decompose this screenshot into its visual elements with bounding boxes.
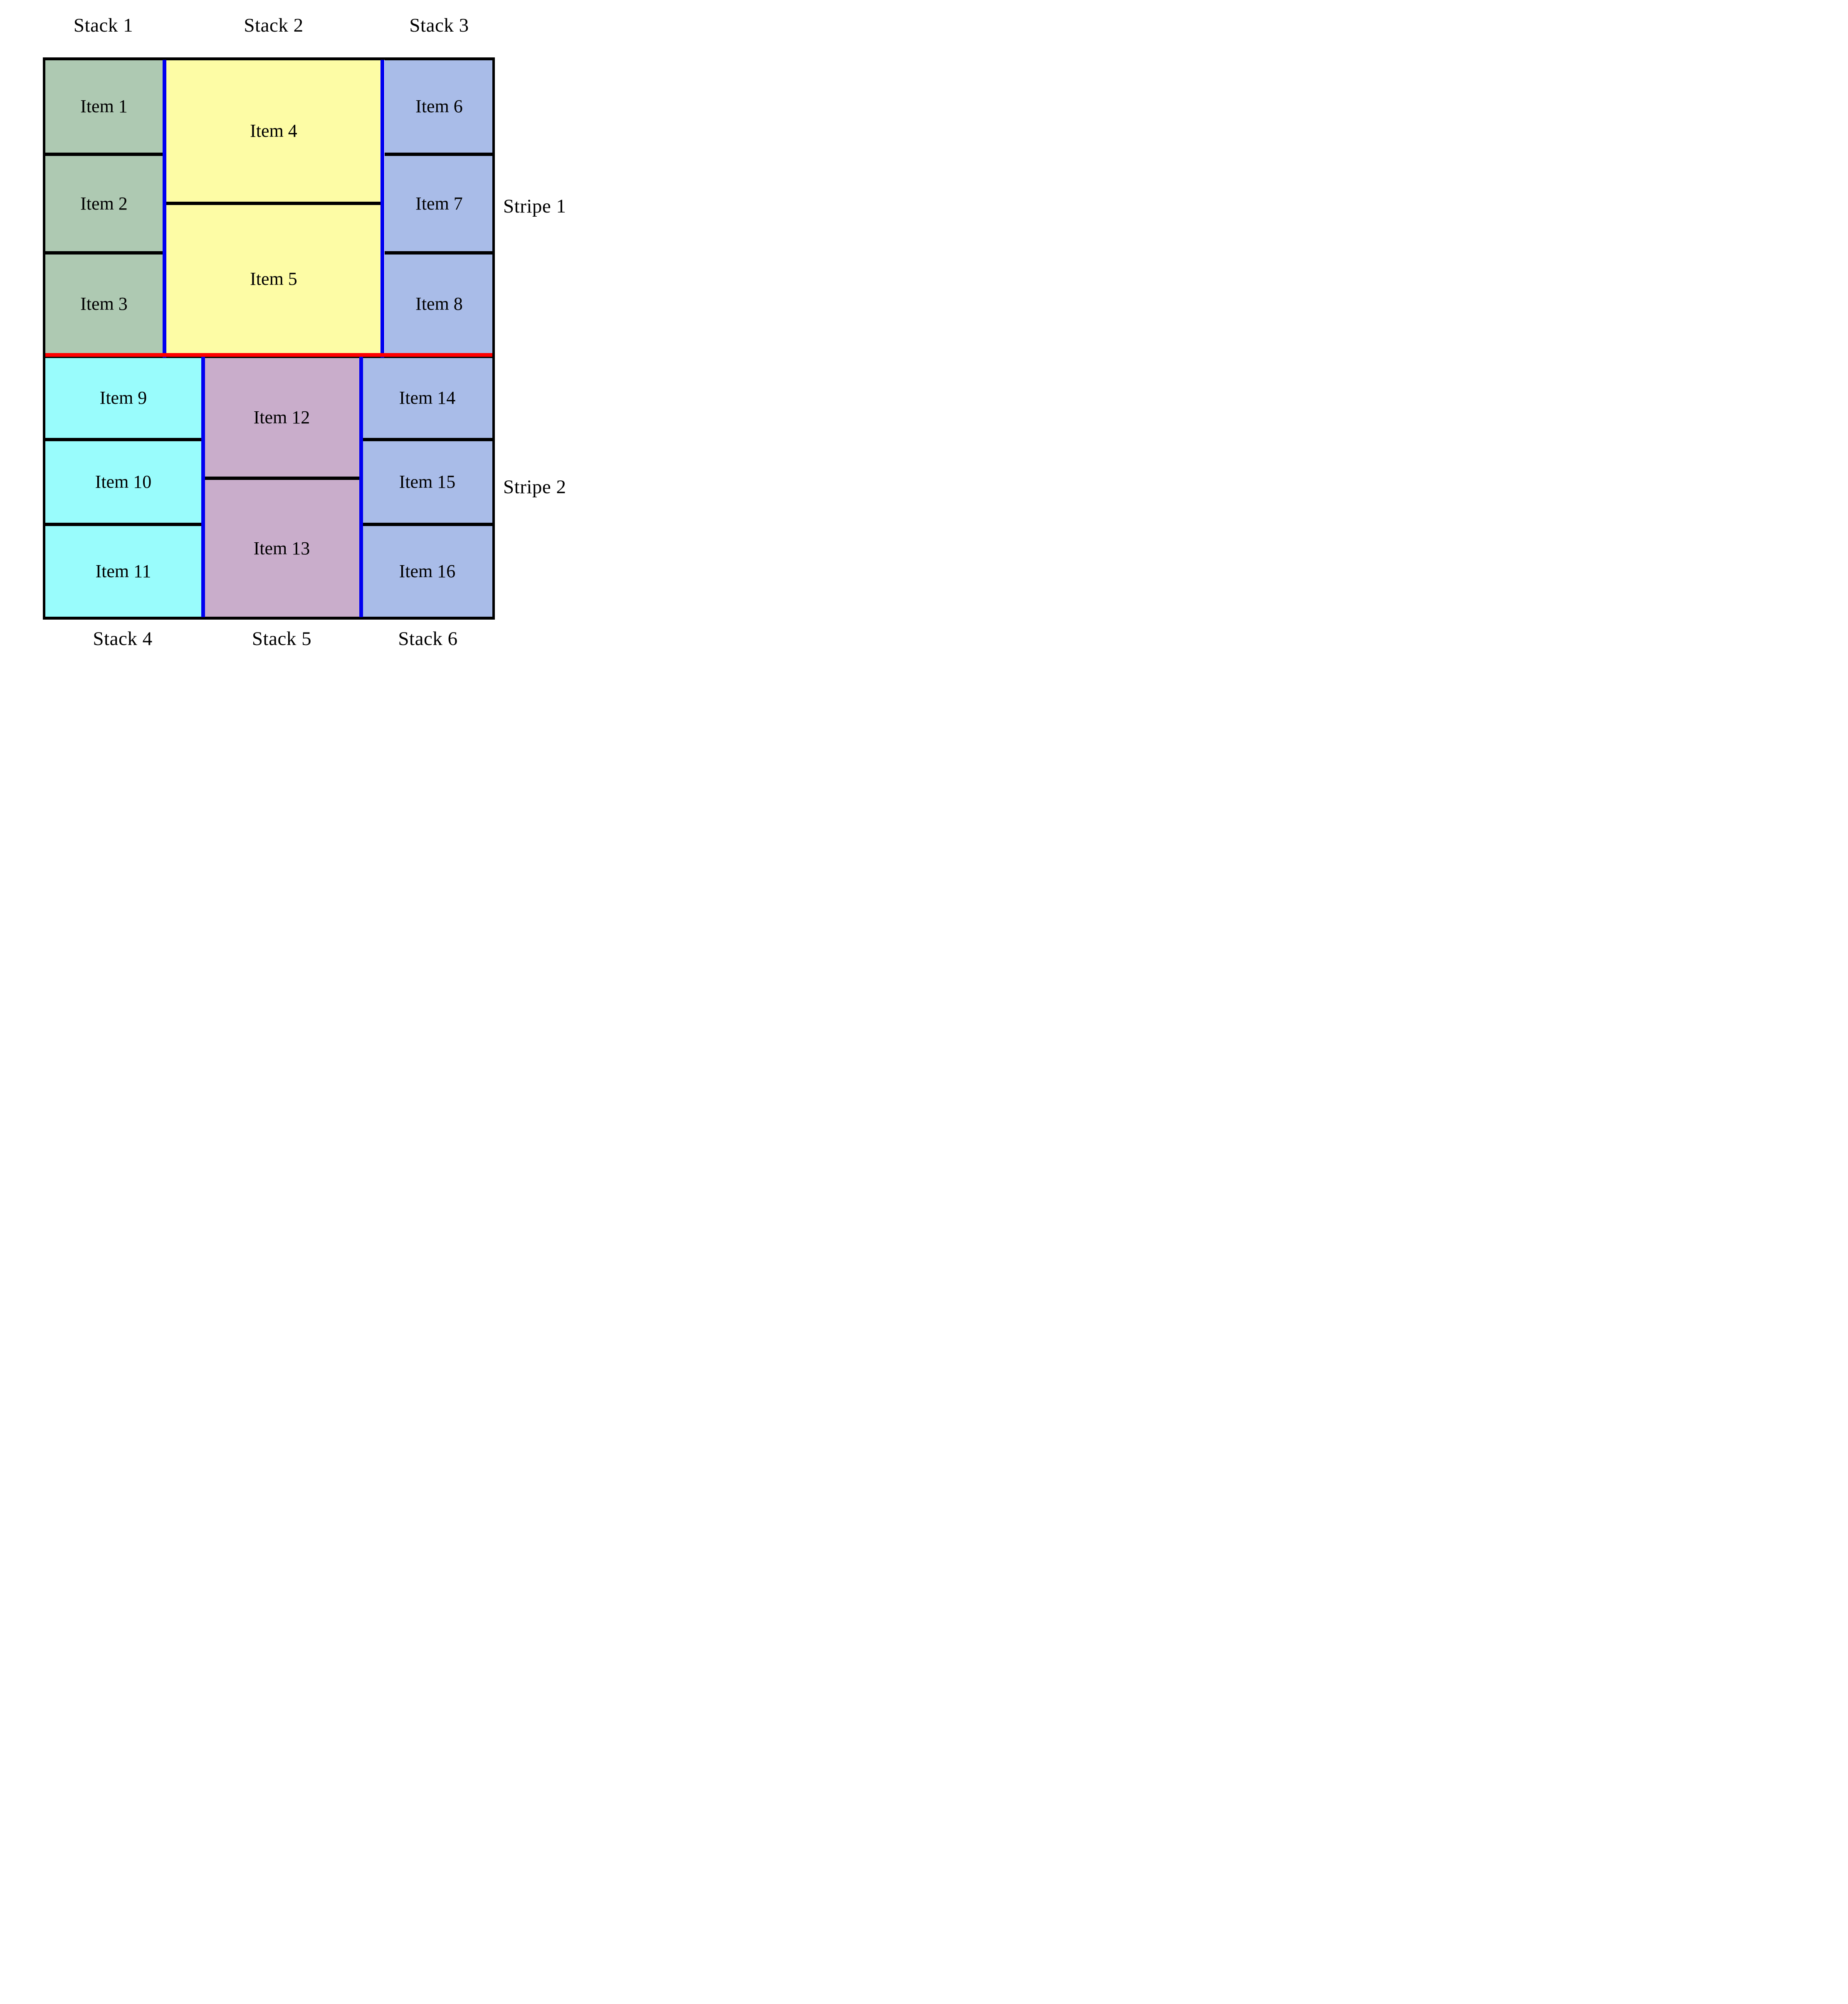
item-cell-label: Item 1 [80,96,128,116]
item-cell-item-4[interactable]: Item 4 [166,59,382,203]
stack-divider-5-6 [359,355,363,620]
stack-label-stack-2: Stack 2 [244,15,304,36]
item-cell-item-15[interactable]: Item 15 [361,440,494,524]
item-cell-item-5[interactable]: Item 5 [166,203,382,355]
grid-border-right [492,57,495,620]
item-cell-item-14[interactable]: Item 14 [361,356,494,440]
diagram-canvas: Stack 1 Stack 2 Stack 3 Item 1 Item 2 It… [0,0,605,657]
item-cell-label: Item 10 [95,472,152,492]
item-cell-label: Item 15 [399,472,456,492]
stripe-label-stripe-1: Stripe 1 [503,195,566,217]
item-cell-item-1[interactable]: Item 1 [44,59,164,154]
item-cell-item-11[interactable]: Item 11 [44,524,203,618]
item-cell-item-10[interactable]: Item 10 [44,440,203,524]
item-cell-label: Item 9 [99,388,147,408]
stack-label-stack-1: Stack 1 [73,15,133,36]
item-cell-label: Item 8 [415,293,463,314]
item-cell-label: Item 4 [250,121,297,141]
item-cell-item-12[interactable]: Item 12 [203,356,361,478]
stripe-label-stripe-2: Stripe 2 [503,476,566,498]
item-cell-label: Item 7 [415,193,463,214]
stack-label-stack-5: Stack 5 [252,628,312,650]
item-cell-label: Item 13 [253,538,310,558]
item-cell-item-8[interactable]: Item 8 [385,253,494,355]
item-cell-item-3[interactable]: Item 3 [44,253,164,355]
item-cell-item-7[interactable]: Item 7 [385,154,494,253]
item-cell-label: Item 5 [250,269,297,289]
grid-border-top [43,57,495,60]
item-cell-label: Item 6 [415,96,463,116]
item-cell-label: Item 12 [253,407,310,427]
grid-border-left [43,57,45,620]
item-cell-item-9[interactable]: Item 9 [44,356,203,440]
grid-border-bottom [43,617,495,620]
item-cell-item-2[interactable]: Item 2 [44,154,164,253]
item-cell-label: Item 3 [80,293,128,314]
item-cell-label: Item 14 [399,388,456,408]
stack-divider-1-2 [163,57,166,358]
item-cell-label: Item 16 [399,561,456,581]
stack-label-stack-6: Stack 6 [398,628,458,650]
item-cell-item-13[interactable]: Item 13 [203,478,361,618]
item-cell-item-16[interactable]: Item 16 [361,524,494,618]
stack-label-stack-3: Stack 3 [409,15,469,36]
stack-divider-2-3 [380,57,384,358]
stack-label-stack-4: Stack 4 [93,628,153,650]
stack-divider-4-5 [201,355,205,620]
item-cell-item-6[interactable]: Item 6 [385,59,494,154]
stripe-divider-1-2 [43,353,495,357]
item-cell-label: Item 11 [95,561,151,581]
item-cell-label: Item 2 [80,193,128,214]
